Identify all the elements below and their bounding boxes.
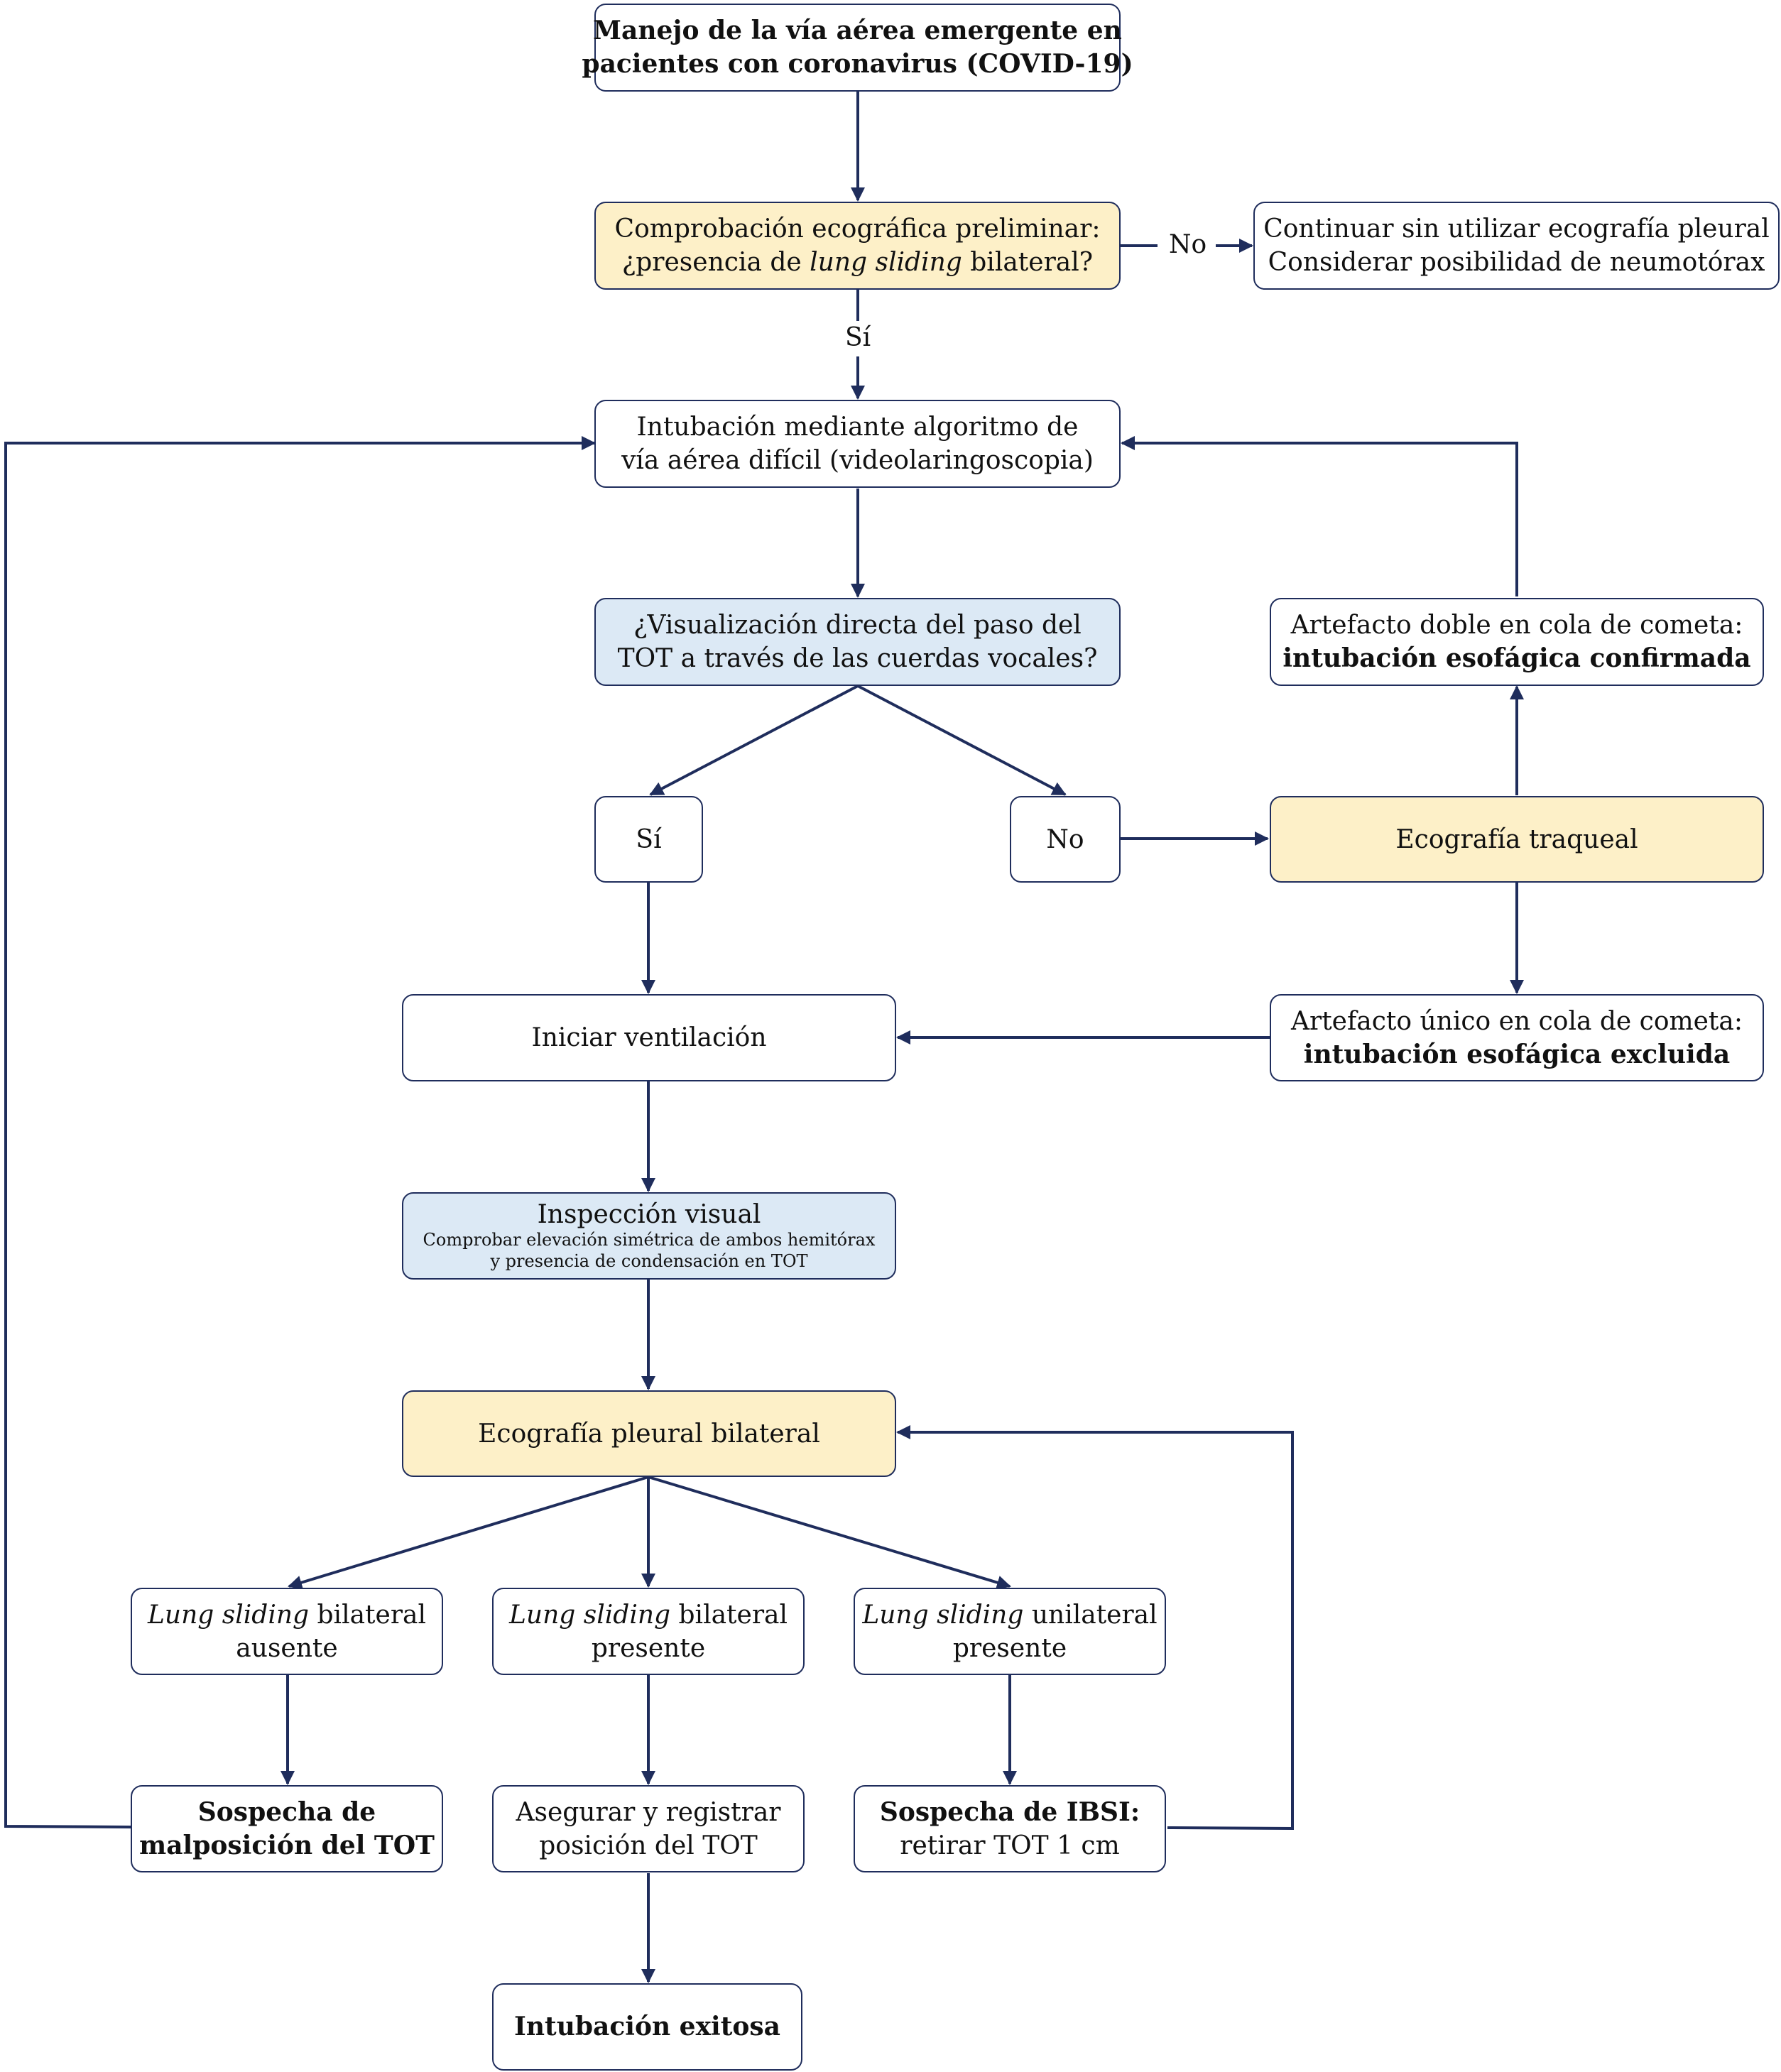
malposition-box: Sospecha de malposición del TOT — [131, 1785, 443, 1872]
visual-inspection-line-2: Comprobar elevación simétrica de ambos h… — [423, 1229, 876, 1250]
pleural-us-label: Ecografía pleural bilateral — [478, 1419, 820, 1449]
preliminary-line-2-post: bilateral? — [962, 248, 1094, 277]
yes-label: Sí — [636, 824, 662, 854]
yes-box: Sí — [594, 796, 703, 883]
preliminary-line-2-em: lung sliding — [810, 248, 962, 277]
single-artifact-box: Artefacto único en cola de cometa: intub… — [1270, 994, 1764, 1081]
pleural-us-box: Ecografía pleural bilateral — [402, 1390, 896, 1477]
ls-unilateral-box: Lung sliding unilateral presente — [854, 1588, 1166, 1675]
visual-inspection-title: Inspección visual — [537, 1199, 761, 1229]
start-ventilation-box: Iniciar ventilación — [402, 994, 896, 1081]
edge-double-to-intubation — [1121, 436, 1518, 596]
ls-present-post: bilateral — [670, 1600, 788, 1630]
start-ventilation-label: Iniciar ventilación — [531, 1023, 767, 1052]
title-box: Manejo de la vía aérea emergente en paci… — [582, 4, 1133, 92]
ibsi-line-1: Sospecha de IBSI: — [879, 1796, 1140, 1827]
edge-visualization-to-no — [857, 685, 1067, 796]
secure-line-2: posición del TOT — [539, 1831, 758, 1860]
ibsi-line-2: retirar TOT 1 cm — [900, 1831, 1120, 1860]
intubation-box: Intubación mediante algoritmo de vía aér… — [594, 400, 1121, 488]
visualization-box: ¿Visualización directa del paso del TOT … — [594, 598, 1121, 686]
tracheal-us-label: Ecografía traqueal — [1395, 824, 1638, 854]
preliminary-line-1: Comprobación ecográfica preliminar: — [614, 214, 1101, 244]
preliminary-line-2-pre: ¿presencia de — [621, 248, 810, 277]
ls-present-box: Lung sliding bilateral presente — [492, 1588, 805, 1675]
double-artifact-line-1: Artefacto doble en cola de cometa: — [1290, 611, 1743, 640]
double-artifact-box: Artefacto doble en cola de cometa: intub… — [1270, 598, 1764, 686]
ls-absent-em: Lung sliding — [148, 1600, 310, 1630]
visualization-line-1: ¿Visualización directa del paso del — [633, 611, 1082, 640]
secure-line-1: Asegurar y registrar — [516, 1797, 781, 1827]
no-pleural-box: Continuar sin utilizar ecografía pleural… — [1253, 202, 1780, 290]
ls-absent-line-1: Lung sliding bilateral — [148, 1598, 426, 1632]
preliminary-check-box: Comprobación ecográfica preliminar: ¿pre… — [594, 202, 1121, 290]
visualization-line-2: TOT a través de las cuerdas vocales? — [617, 644, 1098, 673]
ls-unilateral-em: Lung sliding — [862, 1600, 1024, 1630]
single-artifact-line-1: Artefacto único en cola de cometa: — [1291, 1006, 1743, 1036]
edge-pleural-to-unilateral — [648, 1476, 1011, 1590]
intubation-line-2: vía aérea difícil (videolaringoscopia) — [621, 446, 1094, 475]
ls-present-em: Lung sliding — [509, 1600, 671, 1630]
ls-absent-post: bilateral — [309, 1600, 427, 1630]
edge-visualization-to-yes — [649, 685, 859, 796]
success-label: Intubación exitosa — [514, 2012, 780, 2041]
ls-unilateral-post: unilateral — [1023, 1600, 1158, 1630]
ls-unilateral-line-2: presente — [952, 1633, 1067, 1663]
no-label: No — [1046, 824, 1084, 854]
intubation-line-1: Intubación mediante algoritmo de — [636, 413, 1079, 442]
tracheal-us-box: Ecografía traqueal — [1270, 796, 1764, 883]
success-box: Intubación exitosa — [492, 1983, 802, 2071]
secure-box: Asegurar y registrar posición del TOT — [492, 1785, 805, 1872]
ls-present-line-2: presente — [591, 1633, 706, 1663]
edge-label-no: No — [1165, 231, 1211, 259]
no-box: No — [1010, 796, 1121, 883]
edge-label-si: Sí — [841, 324, 876, 352]
no-pleural-line-2: Considerar posibilidad de neumotórax — [1268, 248, 1765, 277]
ls-absent-box: Lung sliding bilateral ausente — [131, 1588, 443, 1675]
edge-malposition-to-intubation — [4, 436, 596, 1828]
ls-absent-line-2: ausente — [236, 1633, 338, 1663]
title-line-1: Manejo de la vía aérea emergente en — [593, 16, 1122, 45]
ls-present-line-1: Lung sliding bilateral — [509, 1598, 788, 1632]
malposition-line-1: Sospecha de — [197, 1796, 376, 1827]
no-pleural-line-1: Continuar sin utilizar ecografía pleural — [1263, 214, 1770, 244]
single-artifact-line-2: intubación esofágica excluida — [1303, 1039, 1731, 1069]
malposition-line-2: malposición del TOT — [139, 1830, 435, 1860]
visual-inspection-box: Inspección visual Comprobar elevación si… — [402, 1192, 896, 1280]
visual-inspection-line-3: y presencia de condensación en TOT — [490, 1250, 808, 1271]
edge-ibsi-to-pleural — [896, 1425, 1294, 1831]
title-line-2: pacientes con coronavirus (COVID-19) — [582, 49, 1133, 79]
ls-unilateral-line-1: Lung sliding unilateral — [862, 1598, 1157, 1632]
preliminary-line-2: ¿presencia de lung sliding bilateral? — [622, 246, 1093, 279]
double-artifact-line-2: intubación esofágica confirmada — [1282, 643, 1751, 673]
ibsi-box: Sospecha de IBSI: retirar TOT 1 cm — [854, 1785, 1166, 1872]
edge-pleural-to-absent — [288, 1476, 649, 1590]
